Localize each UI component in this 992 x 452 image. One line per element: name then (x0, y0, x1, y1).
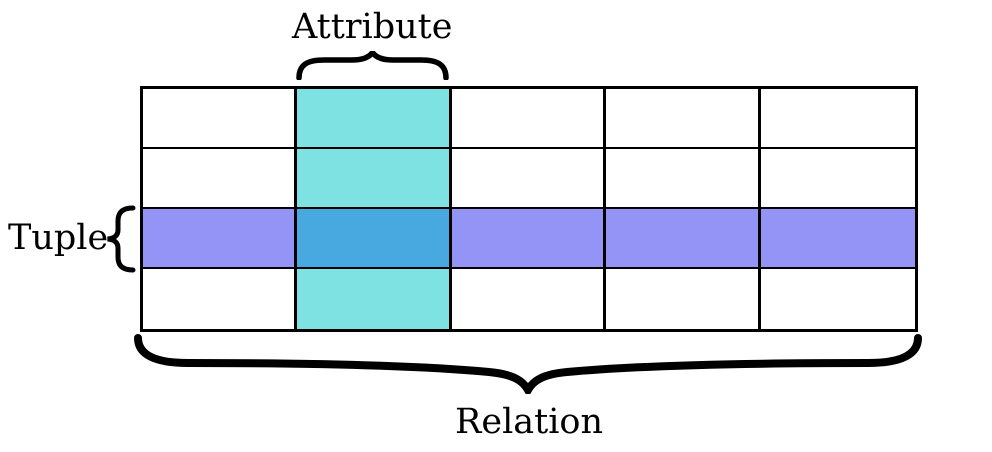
attribute-brace-icon (296, 51, 449, 80)
table-cell-r1c0 (143, 149, 298, 209)
table-cell-r3c0 (143, 269, 298, 329)
table-cell-r3c3 (606, 269, 761, 329)
table-cell-r2c1 (297, 209, 452, 269)
table-cell-r3c1 (297, 269, 452, 329)
attribute-label: Attribute (292, 7, 453, 47)
relation-table (140, 86, 918, 332)
table-cell-r1c2 (451, 149, 607, 209)
table-cell-r2c3 (606, 209, 761, 269)
table-cell-r1c1 (297, 149, 452, 209)
table-cell-r0c4 (760, 89, 915, 149)
table-cell-r2c4 (760, 209, 915, 269)
table-cell-r2c2 (451, 209, 607, 269)
table-cell-r3c2 (451, 269, 607, 329)
table-cell-r3c4 (760, 269, 915, 329)
table-cell-r0c0 (143, 89, 298, 149)
tuple-label: Tuple (8, 218, 109, 258)
table-cell-r0c2 (451, 89, 607, 149)
table-cell-r2c0 (143, 209, 298, 269)
tuple-brace-icon (107, 205, 136, 273)
table-cell-r1c3 (606, 149, 761, 209)
table-cell-r0c3 (606, 89, 761, 149)
table-cell-r0c1 (297, 89, 452, 149)
relation-brace-icon (134, 334, 922, 394)
table-cell-r1c4 (760, 149, 915, 209)
relation-label: Relation (455, 402, 603, 442)
